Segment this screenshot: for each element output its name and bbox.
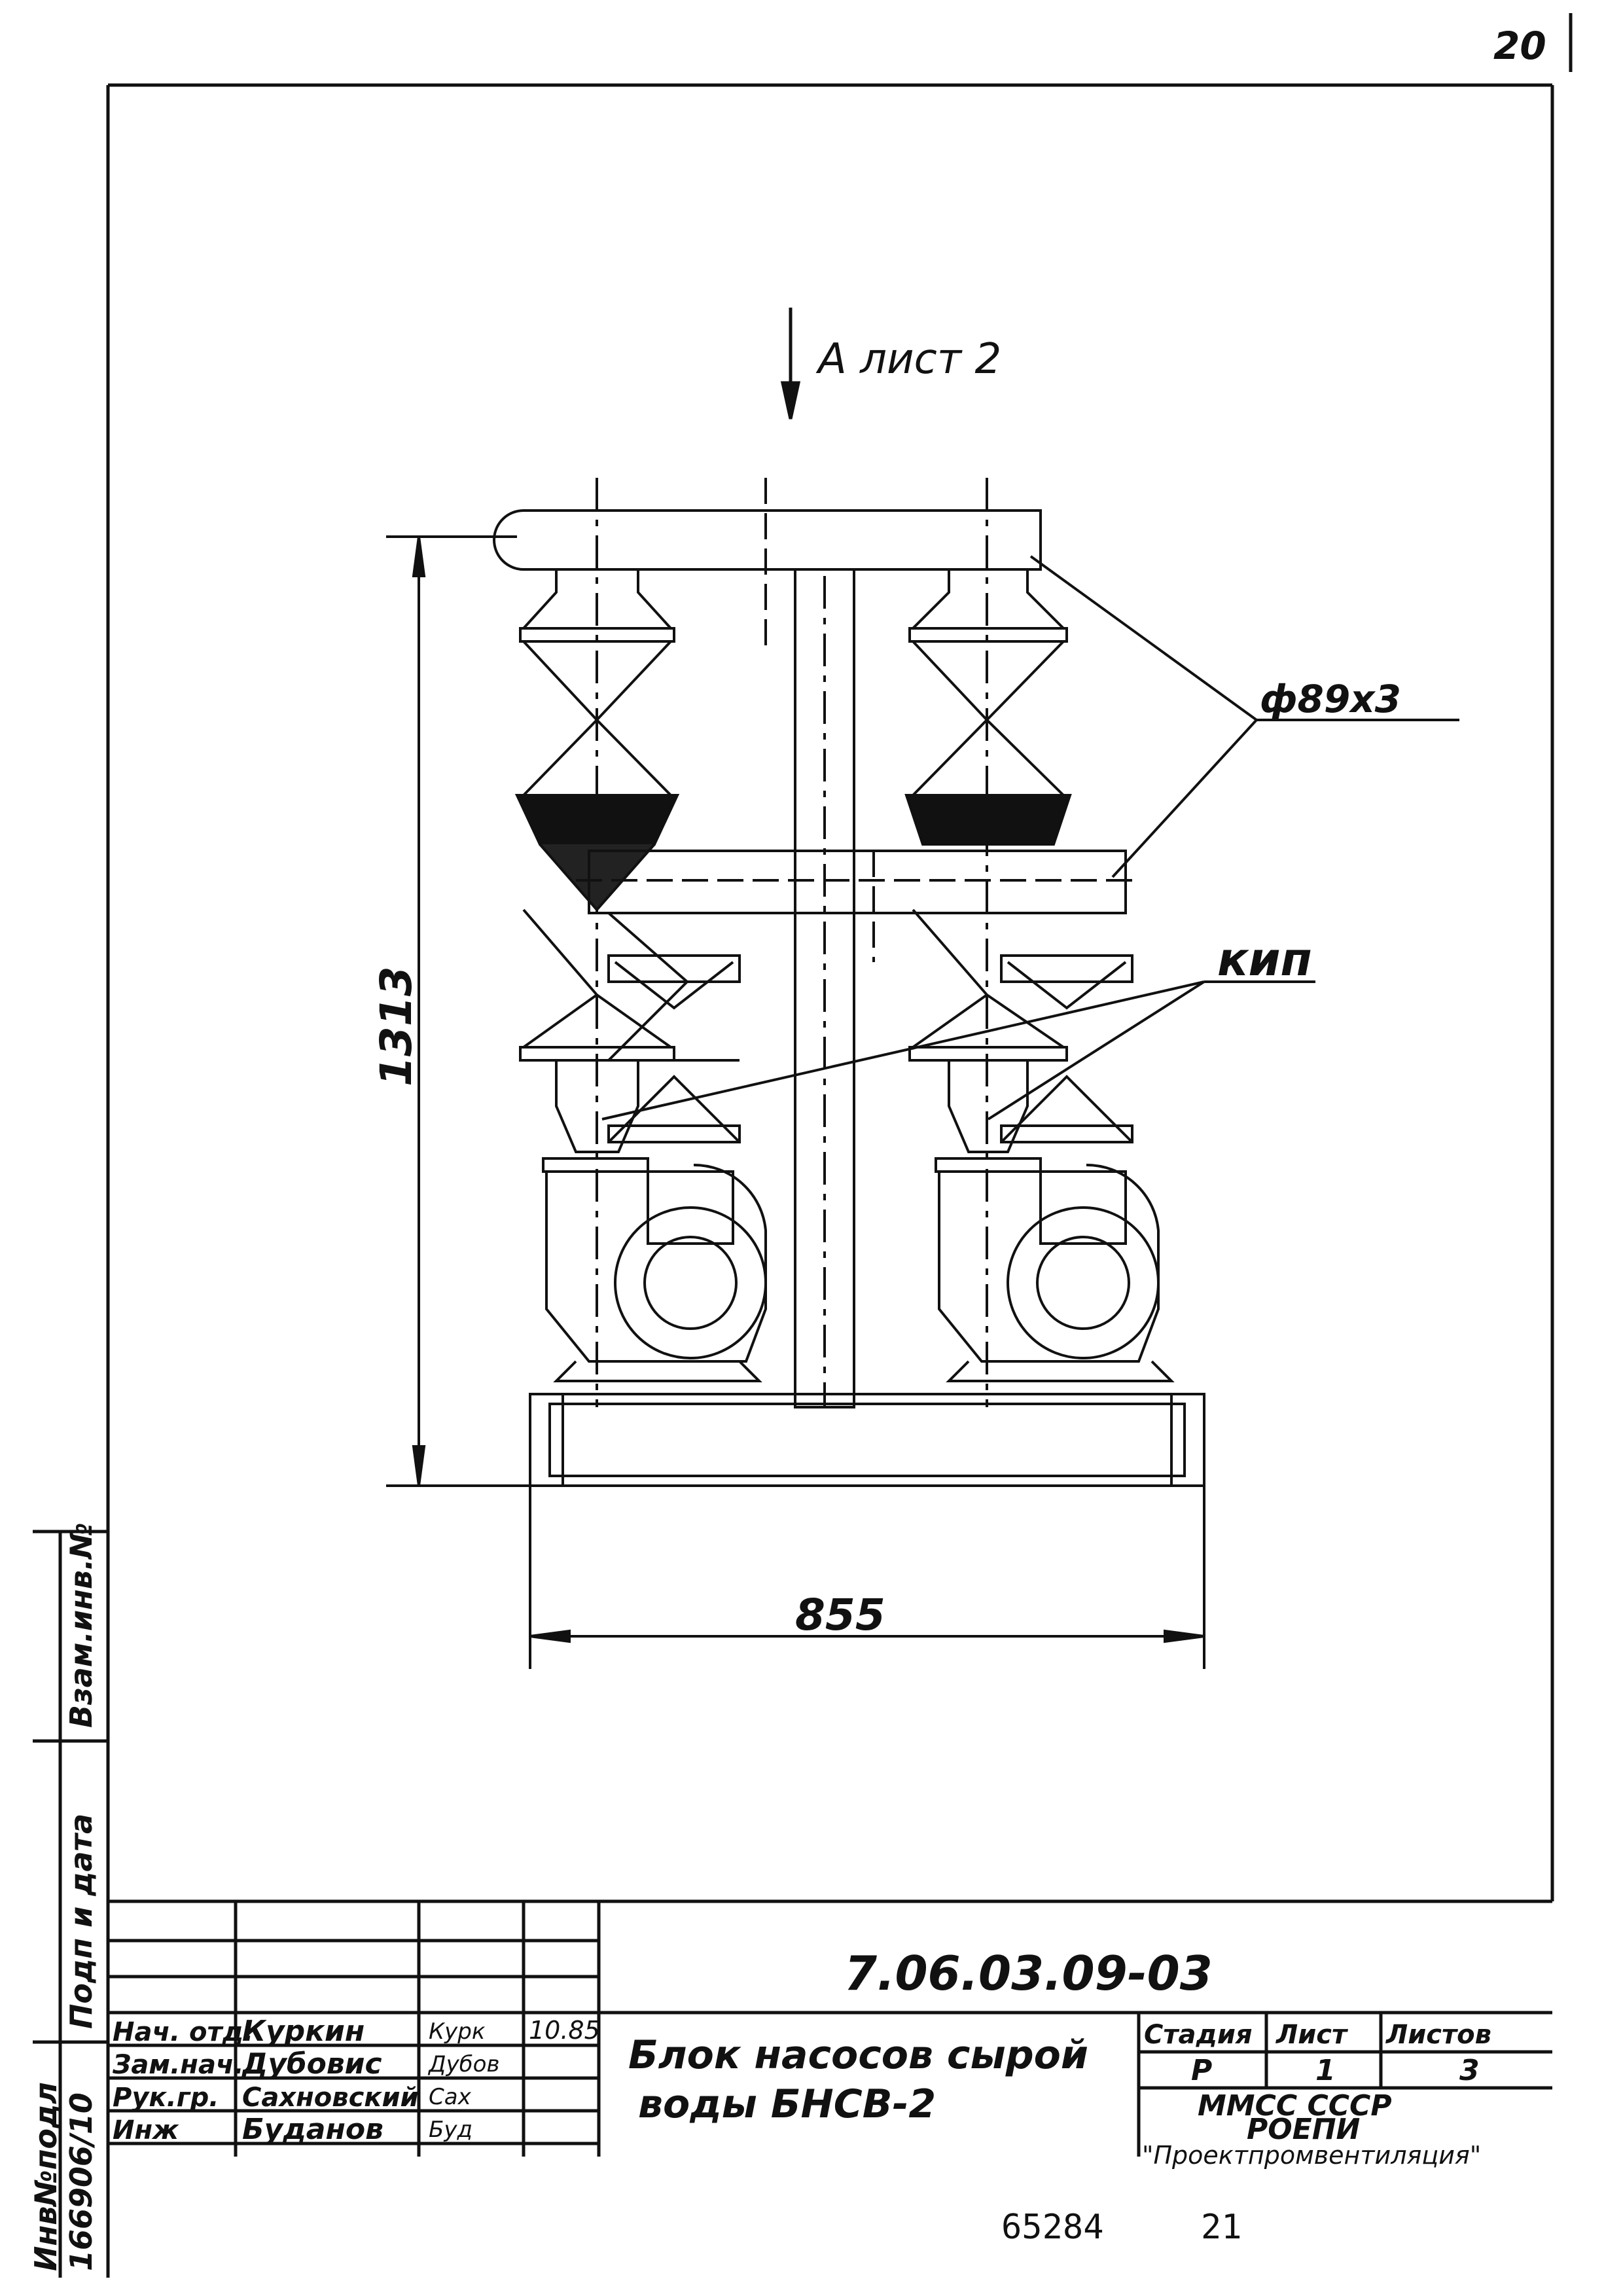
side-stamp-inv-value: 166906/10 xyxy=(63,2092,99,2271)
page-number: 21 xyxy=(1201,2208,1242,2247)
view-arrow xyxy=(780,308,801,420)
side-stamp-grid xyxy=(33,1530,108,2278)
staff-sign-2: Дубов xyxy=(427,2051,500,2077)
staff-role-2: Зам.нач. xyxy=(112,2050,244,2080)
staff-sign-3: Сах xyxy=(429,2084,472,2110)
side-stamp-sign-date: Подп и дата xyxy=(63,1814,99,2029)
kip-label: кип xyxy=(1217,933,1312,986)
staff-role-3: Рук.гр. xyxy=(113,2083,219,2113)
staff-name-1: Куркин xyxy=(242,2015,365,2048)
staff-name-3: Сахновский xyxy=(242,2083,419,2113)
sheet-corner-number: 20 xyxy=(1493,24,1546,68)
staff-sign-1: Курк xyxy=(429,2018,486,2045)
staff-sign-4: Буд xyxy=(429,2117,473,2143)
title-date: 10.85 xyxy=(529,2016,600,2045)
title-line-1: Блок насосов сырой xyxy=(628,2032,1088,2078)
sheet-label: Лист xyxy=(1275,2020,1349,2050)
height-dimension-label: 1313 xyxy=(371,966,421,1086)
view-label: A лист 2 xyxy=(815,335,1001,384)
pipe-diameter-leader xyxy=(1029,555,1459,878)
width-dimension-label: 855 xyxy=(795,1590,885,1640)
title-line-2: воды БНСВ-2 xyxy=(638,2081,936,2127)
sheets-label: Листов xyxy=(1385,2020,1491,2050)
staff-role-1: Нач. отд. xyxy=(113,2017,253,2047)
stage-value: Р xyxy=(1191,2054,1212,2087)
sheet-frame xyxy=(106,13,1573,2278)
left-upper-valve-dark xyxy=(514,794,680,846)
archive-number: 65284 xyxy=(1001,2208,1104,2247)
kip-leader xyxy=(601,980,1315,1121)
height-dimension xyxy=(386,535,530,1487)
org-line-2: РОЕПИ xyxy=(1247,2113,1360,2146)
upper-header-pipe xyxy=(493,509,1042,571)
title-block-grid xyxy=(108,1901,1552,2157)
right-upper-valve-dark xyxy=(904,794,1072,846)
side-stamp-vzam: Взам.инв.№ xyxy=(63,1522,99,1728)
staff-role-4: Инж xyxy=(113,2115,179,2145)
staff-name-2: Дубовис xyxy=(241,2047,382,2081)
pump-block-drawing xyxy=(493,478,1205,1487)
pipe-diameter-label: ф89х3 xyxy=(1260,677,1401,721)
stage-label: Стадия xyxy=(1144,2020,1253,2050)
width-dimension xyxy=(529,1486,1205,1669)
middle-header-pipe xyxy=(588,850,1127,914)
sheets-value: 3 xyxy=(1459,2054,1480,2087)
org-line-1: ММСС СССР xyxy=(1198,2089,1392,2123)
org-line-3: "Проектпромвентиляция" xyxy=(1142,2141,1481,2170)
doc-code: 7.06.03.09-03 xyxy=(844,1946,1213,2001)
sheet-value: 1 xyxy=(1315,2054,1336,2087)
side-stamp-inv-label: Инв№подл xyxy=(28,2082,63,2271)
base-frame xyxy=(529,1393,1205,1487)
staff-name-4: Буданов xyxy=(242,2113,383,2146)
